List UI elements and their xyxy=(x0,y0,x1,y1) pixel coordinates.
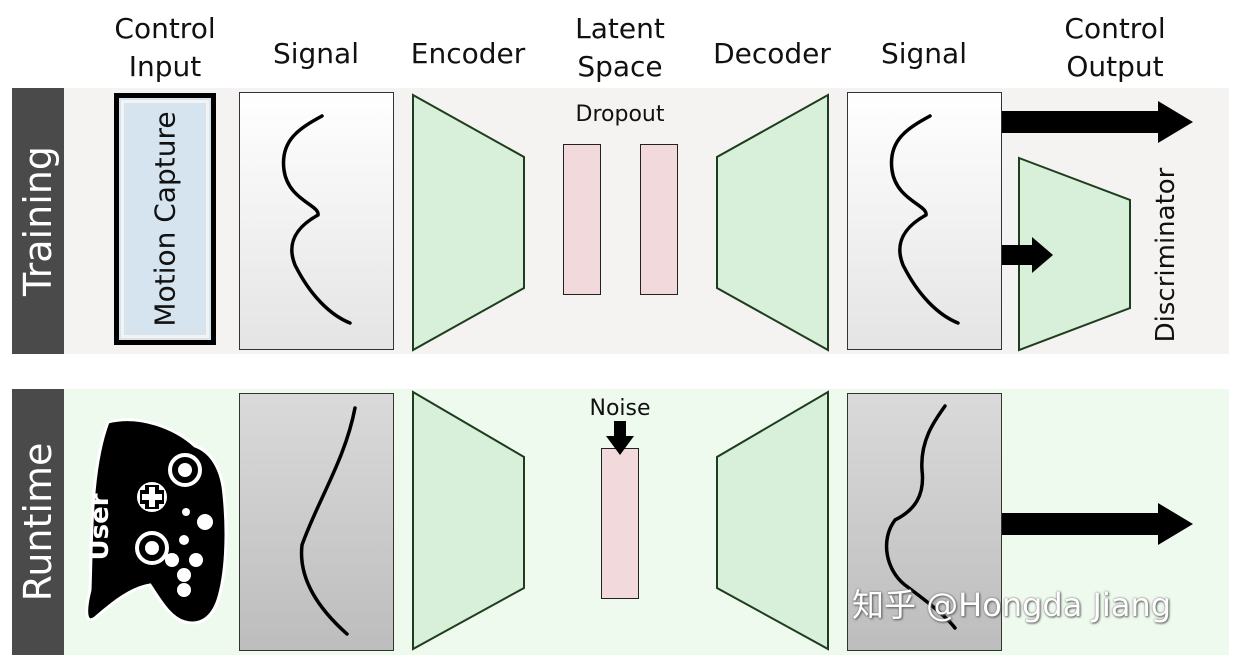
runtime-signal-curve-left xyxy=(299,406,357,636)
arrow-right-icon xyxy=(1002,237,1053,273)
header-signal-right: Signal xyxy=(880,37,967,70)
runtime-signal-panel-right xyxy=(847,393,1002,651)
header-encoder: Encoder xyxy=(410,37,526,70)
training-latent-bar-2 xyxy=(640,144,678,295)
training-decoder-trapezoid xyxy=(716,93,829,352)
runtime-signal-curve-right xyxy=(884,404,957,630)
runtime-encoder-trapezoid xyxy=(412,390,525,651)
header-signal-left: Signal xyxy=(272,37,359,70)
arrow-down-icon xyxy=(606,421,634,455)
runtime-label-strip: Runtime xyxy=(12,389,64,655)
training-signal-curve-right xyxy=(889,114,960,325)
arrow-right-icon xyxy=(1002,101,1193,143)
header-latent-space: Latent Space xyxy=(575,12,665,83)
training-latent-bar-1 xyxy=(563,144,601,295)
header-decoder: Decoder xyxy=(713,37,831,70)
training-encoder-trapezoid xyxy=(412,93,525,352)
motion-capture-box: Motion Capture xyxy=(114,93,216,345)
user-label: User xyxy=(85,493,115,561)
training-signal-curve-left xyxy=(281,114,352,325)
dropout-label: Dropout xyxy=(575,102,665,127)
arrow-right-icon xyxy=(1002,503,1193,545)
noise-label: Noise xyxy=(589,396,651,421)
runtime-decoder-trapezoid xyxy=(716,390,829,651)
discriminator-trapezoid xyxy=(1018,156,1131,352)
training-label-strip: Training xyxy=(12,88,64,354)
runtime-latent-bar xyxy=(601,448,639,599)
header-control-output: Control Output xyxy=(1064,12,1166,83)
gamepad-icon xyxy=(85,418,228,625)
header-control-input: Control Input xyxy=(114,12,216,83)
watermark: 知乎 @Hongda Jiang xyxy=(852,586,1172,624)
training-signal-panel-left xyxy=(239,92,394,350)
runtime-signal-panel-left xyxy=(239,393,394,651)
discriminator-label: Discriminator xyxy=(1151,167,1181,343)
training-signal-panel-right xyxy=(847,92,1002,350)
